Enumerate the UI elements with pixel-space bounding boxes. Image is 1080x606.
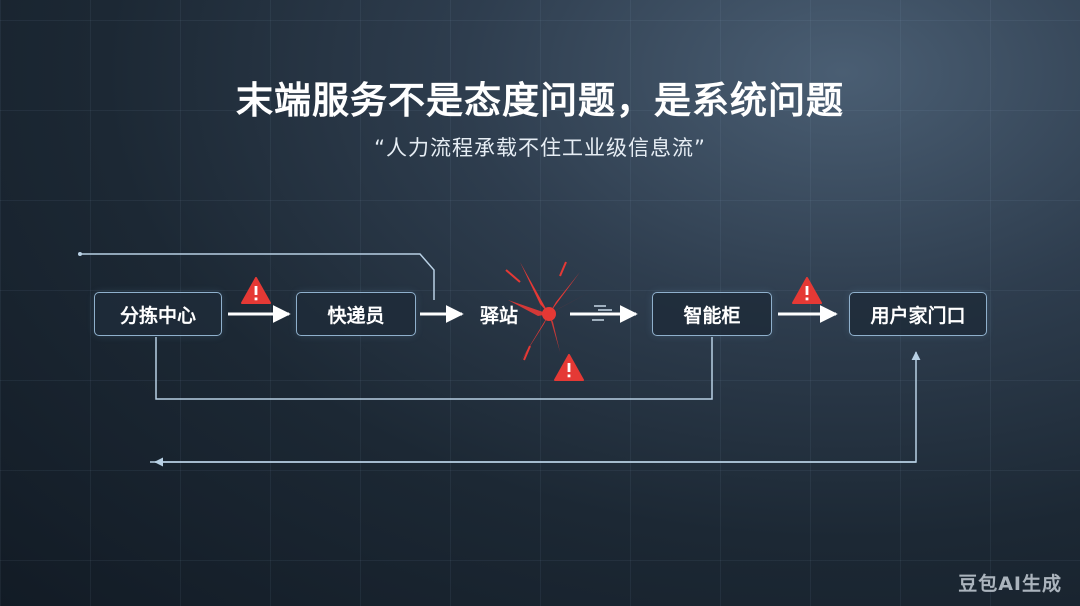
warning-icon [792,277,822,304]
speed-lines [592,305,612,321]
page-title: 末端服务不是态度问题，是系统问题 [236,79,844,122]
node-user-door: 用户家门口 [849,292,987,336]
node-smart-locker: 智能柜 [652,292,772,336]
node-sorting-center: 分拣中心 [94,292,222,336]
return-line [150,351,921,463]
top-loop-line [80,253,435,300]
watermark: 豆包AI生成 [958,573,1062,595]
node-station: 驿站 [479,304,518,327]
break-burst-icon [505,261,590,362]
warning-icon [241,277,271,304]
page-subtitle: “人力流程承载不住工业级信息流” [374,136,706,160]
warning-icon [554,354,584,381]
bottom-loop-line [155,337,713,400]
node-courier: 快递员 [296,292,416,336]
